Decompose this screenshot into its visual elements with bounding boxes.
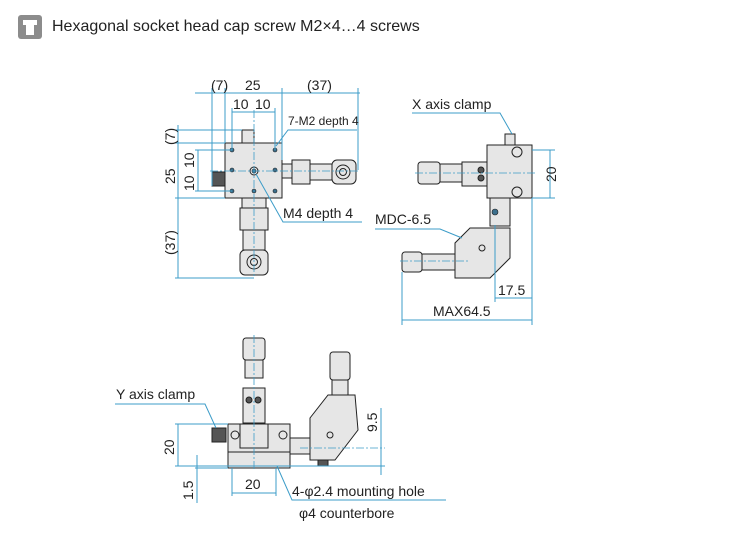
side-view: 20 17.5 MAX64.5 X axis clamp MDC-6.5 xyxy=(375,96,559,325)
front-dim-20-h: 20 xyxy=(245,476,261,492)
side-dim-max: MAX64.5 xyxy=(433,303,491,319)
dim-right-37: (37) xyxy=(307,77,332,93)
front-dim-1-5: 1.5 xyxy=(180,480,196,500)
header: Hexagonal socket head cap screw M2×4…4 s… xyxy=(18,15,420,39)
callout-counterbore: φ4 counterbore xyxy=(299,505,395,521)
callout-mdc: MDC-6.5 xyxy=(375,211,431,227)
front-dim-9-5: 9.5 xyxy=(364,412,380,432)
side-dim-20: 20 xyxy=(543,166,559,182)
dim-left-7: (7) xyxy=(211,77,228,93)
dim-width-25: 25 xyxy=(245,77,261,93)
header-text: Hexagonal socket head cap screw M2×4…4 s… xyxy=(52,18,420,35)
dim-v-10a: 10 xyxy=(181,152,197,168)
dim-ten-a: 10 xyxy=(233,96,249,112)
front-dim-20-v: 20 xyxy=(161,439,177,455)
dim-v-37: (37) xyxy=(162,230,178,255)
callout-m2: 7-M2 depth 4 xyxy=(288,114,359,128)
dim-ten-b: 10 xyxy=(255,96,271,112)
callout-m4: M4 depth 4 xyxy=(283,205,353,221)
dim-v-10b: 10 xyxy=(181,175,197,191)
callout-x-clamp: X axis clamp xyxy=(412,96,492,112)
callout-mounting-hole: 4-φ2.4 mounting hole xyxy=(292,483,425,499)
dim-v-25: 25 xyxy=(162,168,178,184)
top-view: (7) 25 (37) 10 10 (7) 25 10 10 (37) 7-M2… xyxy=(162,77,362,279)
hex-socket-screw-icon xyxy=(18,15,42,39)
callout-y-clamp: Y axis clamp xyxy=(116,386,195,402)
dim-v-7: (7) xyxy=(162,128,178,145)
front-view: 20 1.5 20 9.5 Y axis clamp 4-φ2.4 mounti… xyxy=(115,335,446,521)
side-dim-17-5: 17.5 xyxy=(498,282,525,298)
